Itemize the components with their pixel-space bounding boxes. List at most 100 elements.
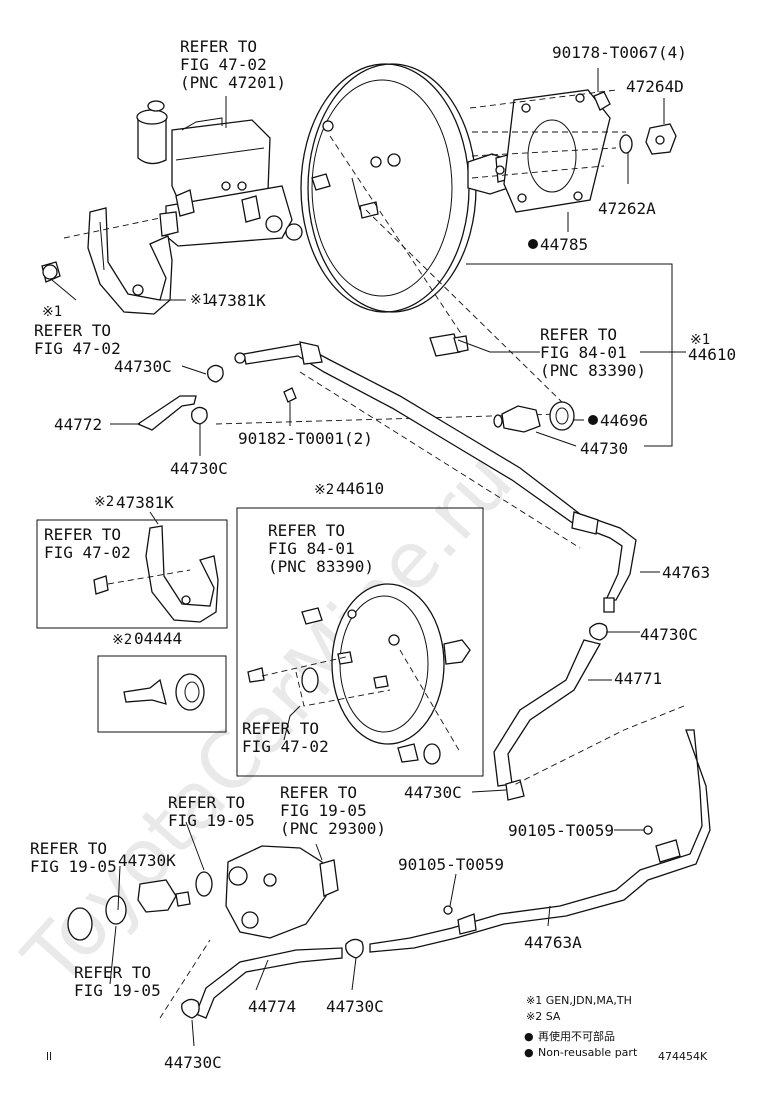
legend-note4: Non-reusable part (538, 1046, 638, 1059)
svg-text:REFER TO: REFER TO (44, 525, 121, 544)
label-47381K-mark2: ※2 (94, 494, 114, 510)
label-90182: 90182-T0001(2) (238, 429, 373, 448)
valve-kit-04444 (123, 673, 205, 711)
label-04444: 04444 (134, 629, 182, 648)
washer-47262A (619, 134, 633, 154)
svg-text:REFER TO: REFER TO (280, 783, 357, 802)
brake-booster-top (300, 63, 521, 313)
label-47264D: 47264D (626, 77, 684, 96)
box-44610-sa (236, 507, 484, 777)
svg-text:REFER TO: REFER TO (242, 719, 319, 738)
svg-text:REFER TO: REFER TO (168, 793, 245, 812)
label-44774: 44774 (248, 997, 296, 1016)
label-90105-a: 90105-T0059 (508, 821, 614, 840)
svg-text:FIG 47-02: FIG 47-02 (180, 55, 267, 74)
check-valve-44730 (493, 405, 541, 433)
clamp-44730C-lower (181, 938, 364, 1019)
label-44763: 44763 (662, 563, 710, 582)
label-44696: 44696 (600, 411, 648, 430)
legend-note1: ※1 GEN,JDN,MA,TH (526, 994, 632, 1007)
box-47381K (36, 519, 228, 629)
box-04444 (97, 655, 227, 733)
non-reusable-dot-44696 (588, 415, 598, 425)
brake-booster-sa (247, 583, 471, 765)
label-44610-mark1: ※1 (690, 332, 710, 348)
svg-text:FIG 47-02: FIG 47-02 (34, 339, 121, 358)
svg-text:FIG 19-05: FIG 19-05 (280, 801, 367, 820)
grommet-44696 (549, 401, 575, 431)
master-cylinder-assembly (136, 100, 303, 247)
vacuum-pipe-44763A (369, 729, 711, 953)
label-44730: 44730 (580, 439, 628, 458)
label-44763A: 44763A (524, 933, 582, 952)
label-refer-fig19-b: REFER TO FIG 19-05 (PNC 29300) (280, 783, 386, 838)
svg-text:REFER TO: REFER TO (268, 521, 345, 540)
clamp-44730C-mid (505, 622, 608, 801)
label-47381K-2: 47381K (116, 493, 174, 512)
label-04444-mark: ※2 (112, 632, 132, 648)
non-reusable-dot-44785 (528, 239, 538, 249)
vacuum-pump (225, 845, 339, 939)
vacuum-sensor (429, 333, 469, 357)
svg-text:REFER TO: REFER TO (34, 321, 111, 340)
label-box2-refer-bottom: REFER TO FIG 47-02 (242, 719, 329, 756)
legend-bullet-2: ● (524, 1046, 534, 1059)
label-refer-fig19-d: REFER TO FIG 19-05 (74, 963, 161, 1000)
label-refer-fig19-a: REFER TO FIG 19-05 (168, 793, 255, 830)
vacuum-hose-44763 (234, 341, 637, 613)
hose-44771 (493, 639, 601, 787)
svg-text:REFER TO: REFER TO (180, 37, 257, 56)
svg-text:FIG 47-02: FIG 47-02 (44, 543, 131, 562)
cap-plug-left (67, 895, 127, 941)
svg-text:FIG 84-01: FIG 84-01 (540, 343, 627, 362)
svg-text:REFER TO: REFER TO (74, 963, 151, 982)
label-44610-mark2: ※2 (314, 482, 334, 498)
label-refer-fig19-c: REFER TO FIG 19-05 (30, 839, 117, 876)
legend-note3: 再使用不可部品 (538, 1029, 615, 1043)
bracket-47381K-sa (93, 525, 219, 623)
svg-text:(PNC 29300): (PNC 29300) (280, 819, 386, 838)
label-90178: 90178-T0067(4) (552, 43, 687, 62)
bolt-left-top (41, 261, 61, 283)
legend: ※1 GEN,JDN,MA,TH ※2 SA ● 再使用不可部品 ● Non-r… (524, 994, 638, 1059)
oring-pump (195, 871, 213, 897)
svg-text:(PNC 83390): (PNC 83390) (268, 557, 374, 576)
bracket-47381K (87, 207, 173, 315)
svg-text:FIG 19-05: FIG 19-05 (74, 981, 161, 1000)
svg-text:REFER TO: REFER TO (540, 325, 617, 344)
clevis-47264D (645, 123, 677, 155)
label-master-cyl-refer: REFER TO FIG 47-02 (PNC 47201) (180, 37, 286, 92)
label-90105-b: 90105-T0059 (398, 855, 504, 874)
svg-text:(PNC 83390): (PNC 83390) (540, 361, 646, 380)
label-47262A: 47262A (598, 199, 656, 218)
label-44610-1: 44610 (688, 345, 736, 364)
label-44730C-f: 44730C (164, 1053, 222, 1072)
label-sensor-refer: REFER TO FIG 84-01 (PNC 83390) (540, 325, 646, 380)
label-44785: 44785 (540, 235, 588, 254)
label-bracket-mark: ※1 (42, 304, 62, 320)
label-44730C-e: 44730C (326, 997, 384, 1016)
hose-44774 (195, 947, 343, 1019)
label-box2-refer: REFER TO FIG 84-01 (PNC 83390) (268, 521, 374, 576)
label-44730C-c: 44730C (640, 625, 698, 644)
label-bracket-refer: REFER TO FIG 47-02 (34, 321, 121, 358)
label-47381K-1: 47381K (208, 291, 266, 310)
label-44730C-d: 44730C (404, 783, 462, 802)
clamp-44730C-upper (191, 364, 224, 425)
legend-note2: ※2 SA (526, 1010, 561, 1023)
clip-90182 (283, 387, 297, 403)
label-44730C-a: 44730C (114, 357, 172, 376)
svg-text:(PNC 47201): (PNC 47201) (180, 73, 286, 92)
union-44730K (137, 879, 191, 913)
diagram-id: 474454K (658, 1050, 708, 1063)
nut-90178 (593, 91, 611, 111)
label-box1-refer: REFER TO FIG 47-02 (44, 525, 131, 562)
svg-text:REFER TO: REFER TO (30, 839, 107, 858)
svg-text:FIG 19-05: FIG 19-05 (168, 811, 255, 830)
label-47381K-mark1: ※1 (190, 292, 210, 308)
page-mark: ll (46, 1050, 52, 1063)
svg-text:FIG 19-05: FIG 19-05 (30, 857, 117, 876)
label-44730K: 44730K (118, 851, 176, 870)
